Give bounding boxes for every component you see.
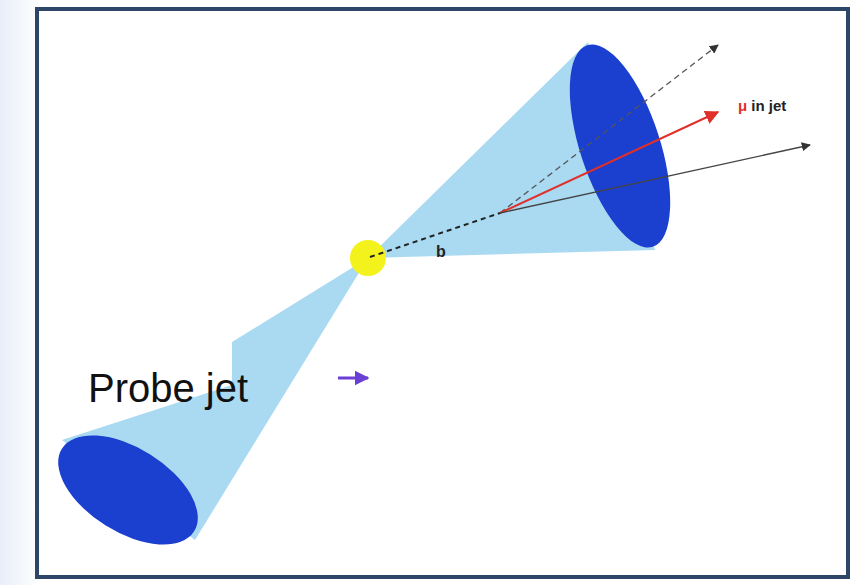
interaction-point (350, 240, 386, 276)
track-arrow (500, 45, 718, 213)
frame (37, 9, 848, 577)
muon-arrow (500, 112, 718, 213)
track-arrow (500, 145, 810, 213)
muon-label: μ in jet (738, 97, 786, 114)
quark-label: b (436, 243, 446, 261)
probe-arrow (338, 377, 368, 380)
background-fade (0, 0, 40, 585)
jet-label: Probe jet (88, 366, 248, 411)
b-quark-line (370, 213, 500, 257)
b-jet-cap (549, 33, 691, 259)
probe-jet-cap (40, 413, 217, 567)
